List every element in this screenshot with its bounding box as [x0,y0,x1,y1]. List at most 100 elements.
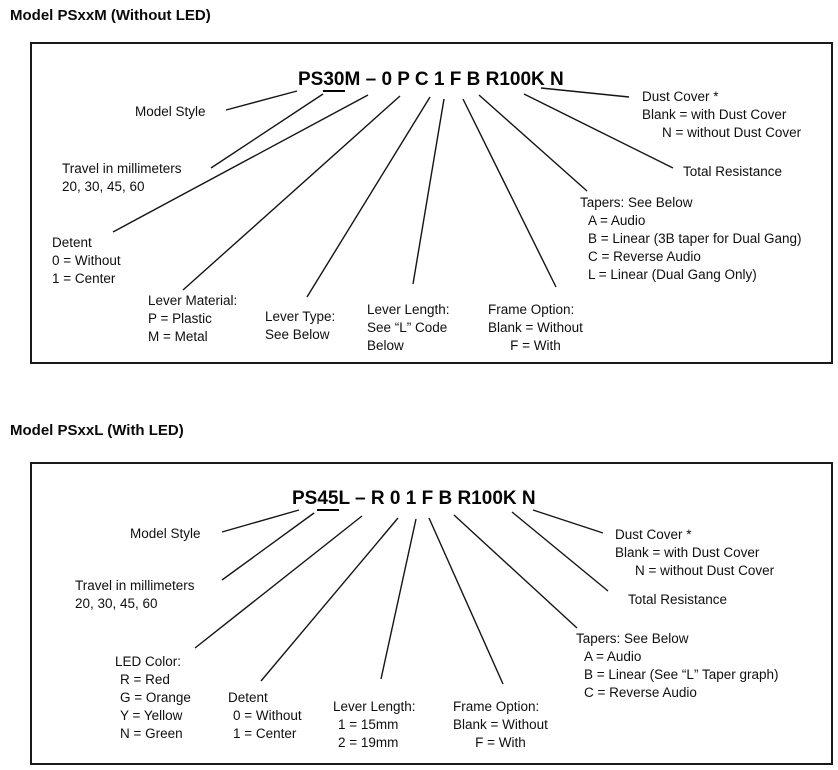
label-line: LED Color: [115,654,182,669]
pn-travel-code: 45 [317,488,339,511]
label-line: Lever Material: [148,293,238,308]
label-line: Detent [228,690,268,705]
line-detent [112,94,369,233]
line-dust-cover [532,509,604,534]
label-travel: Travel in millimeters 20, 30, 45, 60 [75,577,195,613]
section2-diagram-box: PS45L – R 0 1 F B R100K N Model Style Tr… [30,462,833,765]
label-line: Detent [52,235,92,250]
label-line: Tapers: See Below [580,195,693,210]
label-line: Frame Option: [488,302,575,317]
line-total-resistance [511,511,609,592]
label-dust-cover: Dust Cover * Blank = with Dust Cover N =… [642,88,801,142]
label-lever-length: Lever Length: See “L” Code Below [367,301,450,355]
label-line: Frame Option: [453,699,540,714]
label-model-style: Model Style [130,525,201,543]
line-frame-option [428,517,504,685]
label-line: A = Audio [584,649,642,664]
line-tapers [478,94,588,192]
section2-pointer-lines [194,509,609,685]
label-line: C = Reverse Audio [584,685,697,700]
label-line: N = Green [120,726,183,741]
label-line: G = Orange [120,690,191,705]
line-detent [260,517,399,682]
line-model-style [221,509,300,533]
label-line: N = without Dust Cover [635,563,775,578]
label-line: N = without Dust Cover [662,125,802,140]
pn-prefix: PS [292,488,318,509]
label-line: 20, 30, 45, 60 [62,179,145,194]
label-line: Blank = Without [453,717,548,732]
label-line: B = Linear (See “L” Taper graph) [584,667,779,682]
line-lever-type [306,96,431,298]
pn-travel-code: 30 [323,69,345,92]
label-line: See “L” Code [367,320,448,335]
label-frame-option: Frame Option: Blank = Without F = With [488,301,583,355]
line-total-resistance [523,93,674,169]
pn-prefix: PS [298,69,324,90]
line-model-style [225,90,298,111]
section2-part-number: PS45L – R 0 1 F B R100K N [292,488,536,511]
label-line: Model Style [130,526,201,541]
line-lever-length [380,518,417,680]
label-line: Below [367,338,404,353]
label-lever-material: Lever Material: P = Plastic M = Metal [148,292,237,346]
label-total-resistance: Total Resistance [628,591,727,609]
section2-heading: Model PSxxL (With LED) [10,422,184,439]
label-line: Lever Length: [333,699,416,714]
label-line: Blank = with Dust Cover [615,545,760,560]
label-line: B = Linear (3B taper for Dual Gang) [588,231,802,246]
label-line: 2 = 19mm [338,735,399,750]
line-tapers [453,514,578,629]
label-frame-option: Frame Option: Blank = Without F = With [453,698,548,752]
label-line: 1 = Center [233,726,297,741]
line-travel [210,93,324,169]
label-line: R = Red [120,672,170,687]
label-line: Blank = with Dust Cover [642,107,787,122]
label-tapers: Tapers: See Below A = Audio B = Linear (… [580,194,802,284]
label-detent: Detent 0 = Without 1 = Center [52,234,121,288]
label-led-color: LED Color: R = Red G = Orange Y = Yellow… [115,653,191,743]
label-line: Dust Cover * [615,527,692,542]
line-led-color [194,515,363,649]
label-line: Total Resistance [683,164,783,179]
label-travel: Travel in millimeters 20, 30, 45, 60 [62,160,182,196]
label-line: A = Audio [588,213,646,228]
line-travel [221,512,315,581]
line-lever-material [182,95,401,291]
label-line: Blank = Without [488,320,583,335]
pn-suffix: M – 0 P C 1 F B R100K N [344,69,564,90]
label-line: M = Metal [148,329,208,344]
label-line: 0 = Without [233,708,302,723]
label-line: 0 = Without [52,253,121,268]
label-model-style: Model Style [135,103,206,121]
label-total-resistance: Total Resistance [683,163,782,181]
section1-heading: Model PSxxM (Without LED) [10,7,211,24]
label-line: 1 = 15mm [338,717,399,732]
section1-diagram-box: PS30M – 0 P C 1 F B R100K N Model Style … [30,42,833,364]
label-line: See Below [265,327,330,342]
label-line: Lever Length: [367,302,450,317]
section1-part-number: PS30M – 0 P C 1 F B R100K N [298,69,564,92]
label-line: Total Resistance [628,592,728,607]
label-lever-type: Lever Type: See Below [265,308,335,344]
label-line: Travel in millimeters [75,578,195,593]
label-line: F = With [510,338,561,353]
label-line: Lever Type: [265,309,336,324]
label-dust-cover: Dust Cover * Blank = with Dust Cover N =… [615,526,774,580]
line-frame-option [462,98,557,288]
label-line: 20, 30, 45, 60 [75,596,158,611]
label-line: Travel in millimeters [62,161,182,176]
pn-suffix: L – R 0 1 F B R100K N [338,488,536,509]
line-lever-length [412,98,445,285]
label-detent: Detent 0 = Without 1 = Center [228,689,302,743]
label-line: Dust Cover * [642,89,719,104]
label-lever-length: Lever Length: 1 = 15mm 2 = 19mm [333,698,416,752]
label-line: Tapers: See Below [576,631,689,646]
label-tapers: Tapers: See Below A = Audio B = Linear (… [576,630,778,702]
label-line: 1 = Center [52,271,116,286]
label-line: Model Style [135,104,206,119]
label-line: C = Reverse Audio [588,249,701,264]
label-line: P = Plastic [148,311,212,326]
label-line: L = Linear (Dual Gang Only) [588,267,757,282]
